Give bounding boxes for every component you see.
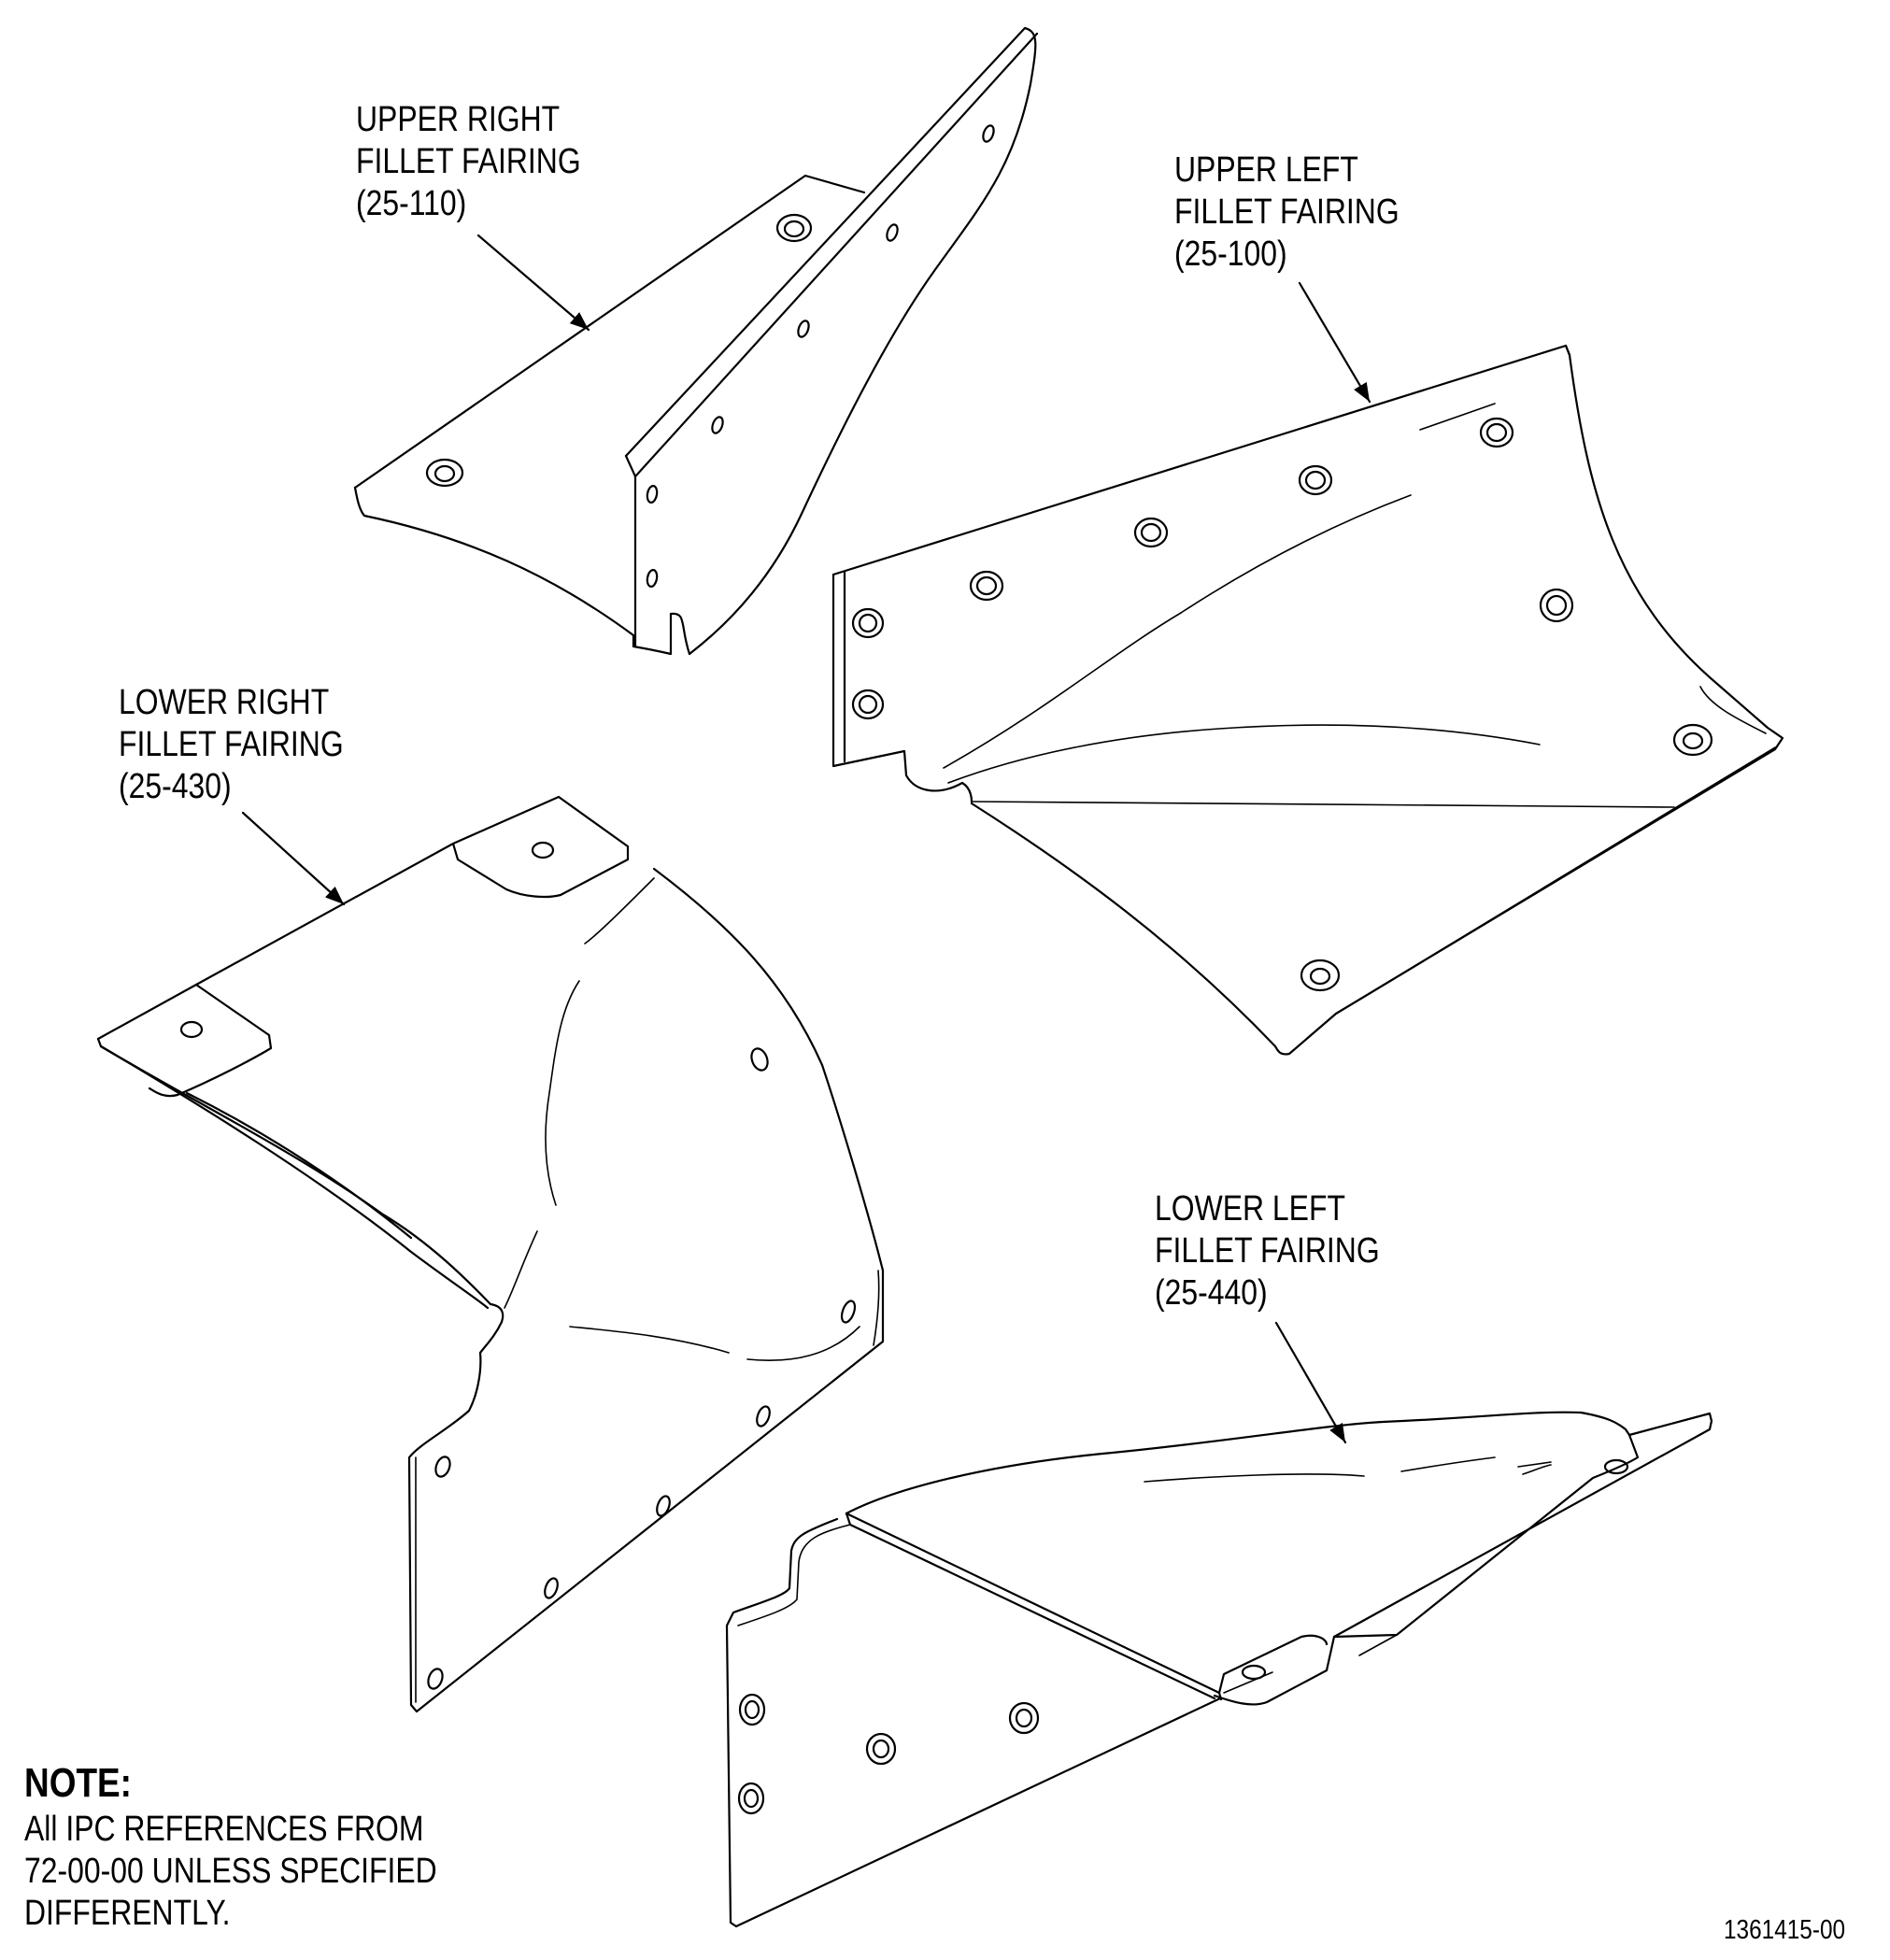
- upper-right-label-line-2: FILLET FAIRING: [356, 142, 581, 181]
- lower-right-label-line-2: FILLET FAIRING: [119, 725, 344, 764]
- upper-left-fillet-fairing-part: [831, 344, 1784, 1056]
- upper-right-label: UPPER RIGHT FILLET FAIRING (25-110): [356, 99, 581, 225]
- note-line-2: 72-00-00 UNLESS SPECIFIED: [24, 1852, 437, 1891]
- upper-left-label: UPPER LEFT FILLET FAIRING (25-100): [1174, 149, 1400, 276]
- upper-left-label-line-2: FILLET FAIRING: [1174, 192, 1400, 232]
- upper-right-label-line-3: (25-110): [356, 184, 467, 223]
- upper-right-leader: [476, 234, 590, 332]
- note-line-3: DIFFERENTLY.: [24, 1894, 231, 1933]
- note-line-1: All IPC REFERENCES FROM: [24, 1810, 424, 1849]
- lower-left-leader: [1274, 1321, 1347, 1444]
- lower-right-label: LOWER RIGHT FILLET FAIRING (25-430): [119, 682, 344, 808]
- lower-left-label: LOWER LEFT FILLET FAIRING (25-440): [1155, 1188, 1380, 1314]
- lower-left-fillet-fairing-part: [725, 1411, 1713, 1928]
- lower-right-leader: [241, 811, 346, 906]
- lower-left-label-line-1: LOWER LEFT: [1155, 1189, 1345, 1229]
- lower-left-label-line-3: (25-440): [1155, 1273, 1268, 1313]
- figure-number: 1361415-00: [1724, 1915, 1846, 1945]
- note-body: All IPC REFERENCES FROM 72-00-00 UNLESS …: [24, 1809, 437, 1935]
- lower-right-label-line-1: LOWER RIGHT: [119, 683, 330, 722]
- upper-right-fillet-fairing-part: [353, 26, 1039, 656]
- lower-right-fillet-fairing-part: [96, 795, 885, 1713]
- upper-left-label-line-3: (25-100): [1174, 234, 1287, 274]
- lower-right-label-line-3: (25-430): [119, 767, 232, 806]
- upper-left-label-line-1: UPPER LEFT: [1174, 150, 1358, 190]
- upper-right-label-line-1: UPPER RIGHT: [356, 100, 561, 139]
- upper-left-leader: [1298, 281, 1371, 404]
- lower-left-label-line-2: FILLET FAIRING: [1155, 1231, 1380, 1271]
- note-heading: NOTE:: [24, 1760, 132, 1806]
